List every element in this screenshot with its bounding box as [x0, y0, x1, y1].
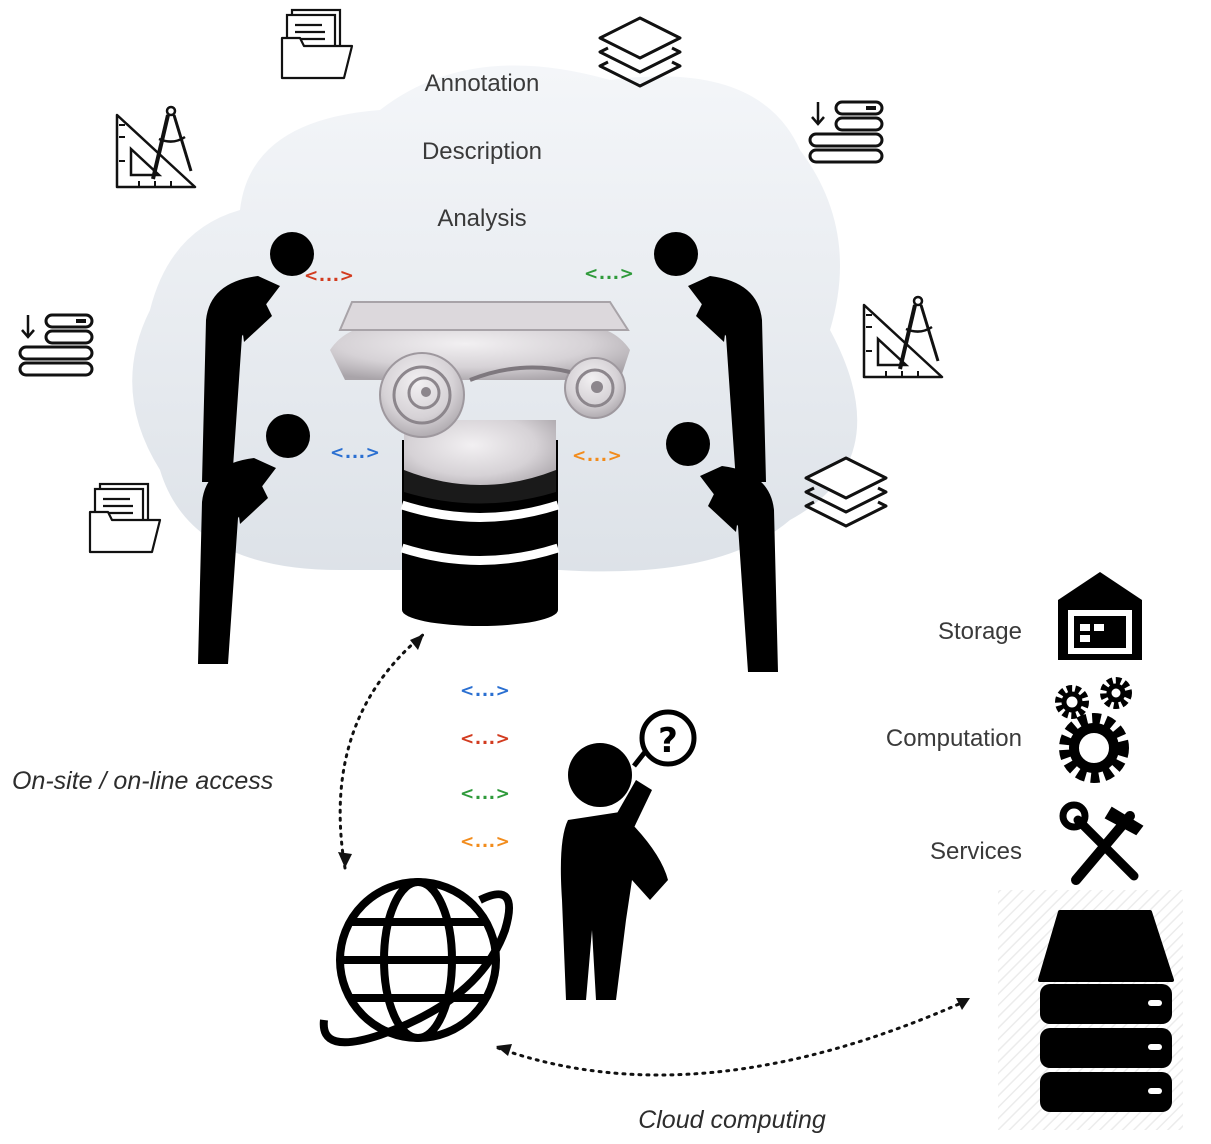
svg-text:?: ?: [658, 721, 678, 761]
code-tag-red: <...>: [460, 729, 511, 749]
drafting-tools-icon: [115, 105, 197, 189]
cloud-computing-label: Cloud computing: [638, 1106, 826, 1134]
cloud-connector: [496, 998, 970, 1077]
code-tag-orange: <...>: [460, 832, 511, 852]
gears-icon: [1055, 677, 1132, 783]
onsite-access-label: On-site / on-line access: [12, 767, 274, 795]
access-connector: [338, 632, 426, 870]
code-tag-red: <...>: [304, 266, 355, 286]
data-list-icon: [18, 313, 94, 377]
document-folder-icon: [88, 482, 162, 554]
storage-label: Storage: [937, 618, 1022, 645]
code-tag-orange: <...>: [572, 446, 623, 466]
person-question-icon: ?: [560, 709, 697, 1000]
data-list-icon: [808, 100, 884, 164]
globe-icon: [319, 878, 513, 1047]
drafting-tools-icon: [862, 295, 944, 379]
server-icon: [1038, 910, 1174, 1112]
code-tag-green: <...>: [584, 264, 635, 284]
code-tag-blue: <...>: [330, 443, 381, 463]
document-folder-icon: [280, 8, 354, 80]
annotation-label: Annotation: [424, 70, 540, 97]
warehouse-icon: [1058, 572, 1142, 660]
layers-icon: [598, 16, 682, 88]
code-tag-blue: <...>: [460, 681, 511, 701]
tools-icon: [1059, 801, 1144, 885]
services-label: Services: [929, 838, 1022, 865]
computation-label: Computation: [885, 725, 1022, 752]
code-tag-green: <...>: [460, 784, 511, 804]
analysis-label: Analysis: [437, 205, 527, 232]
description-label: Description: [421, 138, 543, 165]
ionic-column-capital: [330, 301, 630, 504]
